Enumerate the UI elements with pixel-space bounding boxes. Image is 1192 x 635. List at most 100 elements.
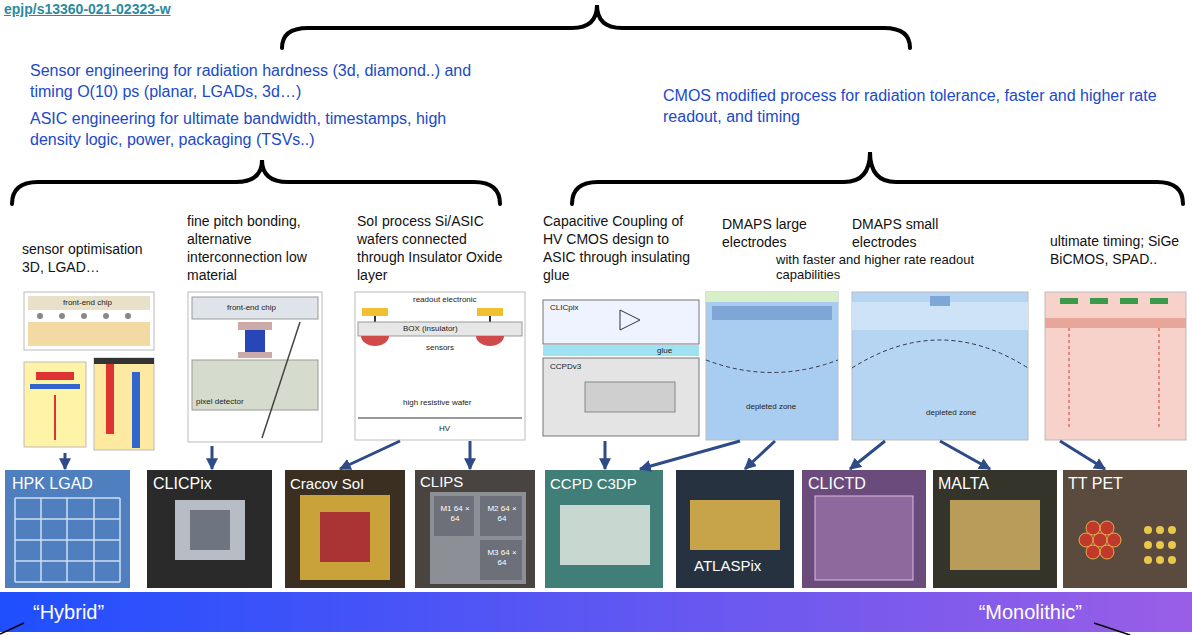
flow-arrow (940, 441, 990, 469)
category-note: with faster and higher rate readout capa… (776, 252, 1001, 282)
chip-photo: CCPD C3DP (545, 470, 663, 588)
soi-sketch (362, 308, 388, 316)
dmaps-small-sketch (852, 340, 1028, 368)
chip-name: MALTA (938, 474, 989, 493)
chip-photo-art (1100, 545, 1114, 559)
ccpd-sketch (543, 345, 699, 356)
sensor-sketch (36, 372, 74, 380)
flow-arrow (850, 441, 885, 469)
timing-sketch (1045, 318, 1186, 328)
timing-sketch (1150, 298, 1168, 304)
dmaps-large-sketch (706, 292, 838, 440)
chip-photo-art (676, 470, 794, 588)
flow-arrow (469, 441, 472, 469)
chip-photo-art (1144, 556, 1152, 564)
chip-photo-art (1168, 556, 1176, 564)
sensor-sketch (81, 313, 87, 319)
soi-sketch (358, 322, 522, 336)
chip-photo: CLICTD (802, 470, 926, 588)
sensor-sketch (54, 395, 56, 440)
chip-photo: ATLASPix (676, 470, 794, 588)
dmaps-small-sketch (852, 292, 1028, 440)
diagram-annotation: front-end chip (226, 303, 277, 313)
technique-heading: fine pitch bonding, alternative intercon… (187, 212, 327, 284)
timing-sketch (1090, 298, 1108, 304)
dmaps-large-sketch (706, 292, 838, 440)
chip-name: HPK LGAD (12, 474, 93, 493)
curly-brace (12, 5, 1183, 204)
timing-sketch (1060, 298, 1078, 304)
bump-bond-sketch (192, 360, 318, 410)
chip-name: CCPD C3DP (550, 474, 637, 493)
chip-photo-art (1144, 526, 1176, 564)
soi-sketch (477, 308, 503, 316)
chip-photo-art (1144, 541, 1152, 549)
band-end-label: “Hybrid” (33, 600, 104, 624)
sensor-sketch (24, 362, 86, 447)
chip-photo: CLICPix (147, 470, 272, 588)
sensor-sketch (28, 296, 150, 310)
flow-arrow (1060, 441, 1105, 469)
chip-photo-art (147, 470, 272, 588)
chip-photo-art (1144, 526, 1152, 534)
dmaps-large-sketch (706, 360, 838, 373)
research-area-text: ASIC engineering for ultimate bandwidth,… (30, 108, 480, 150)
chip-photo-art (434, 496, 474, 536)
chip-photo-art (190, 510, 230, 550)
research-area-text: Sensor engineering for radiation hardnes… (30, 60, 480, 102)
diagram-annotation: glue (656, 346, 673, 356)
chip-photo-art (1168, 526, 1176, 534)
chip-name: Cracov SoI (290, 474, 364, 493)
diagram-annotation: readout electronic (412, 295, 478, 305)
soi-sketch (355, 292, 525, 440)
diagram-annotation: pixel detector (195, 397, 245, 407)
curly-brace (572, 152, 1183, 204)
sensor-sketch (125, 313, 131, 319)
flow-arrow (64, 453, 67, 469)
dmaps-small-sketch (852, 292, 1028, 440)
chip-photo-art (933, 470, 1057, 588)
timing-sketch (1045, 292, 1186, 440)
chip-photo-art (480, 496, 522, 536)
dmaps-large-sketch (706, 292, 838, 302)
chip-photo: MALTA (933, 470, 1057, 588)
chip-photo-art (5, 470, 1187, 588)
diagram-annotation: BOX (insulator) (402, 324, 459, 334)
chip-photo: Cracov SoI (285, 470, 405, 588)
technique-heading: SoI process Si/ASIC wafers connected thr… (357, 212, 517, 284)
chip-photo-art (285, 470, 405, 588)
chip-photo-art (300, 495, 390, 580)
chip-photo-art (560, 505, 650, 565)
sensor-sketch (37, 313, 43, 319)
chip-photo-art (815, 496, 913, 580)
flow-arrow (340, 441, 400, 469)
ccpd-sketch (543, 358, 699, 436)
chip-photo: CLIPS (415, 470, 535, 588)
ccpd-sketch (585, 382, 675, 412)
flow-arrow (604, 441, 607, 469)
chip-photo-art (430, 492, 526, 584)
flow-arrow (745, 441, 775, 469)
chip-photo: HPK LGAD (5, 470, 130, 588)
chip-photo-art (1063, 470, 1187, 588)
matrix-label: M3 64 × 64 (482, 548, 522, 568)
bump-bond-sketch (192, 297, 318, 319)
sensor-sketch (103, 313, 109, 319)
technique-heading: DMAPS large electrodes (722, 215, 822, 251)
soi-sketch (358, 417, 522, 419)
bump-bond-sketch (188, 292, 322, 442)
sensor-sketch (59, 313, 65, 319)
timing-sketch (1045, 292, 1186, 440)
source-link: epjp/s13360-021-02323-w (4, 1, 171, 18)
chip-photo-art (1168, 541, 1176, 549)
dmaps-small-sketch (852, 302, 1028, 330)
chip-name: CLICPix (153, 474, 212, 493)
diagram-annotation: sensors (425, 343, 455, 353)
dmaps-small-sketch (930, 296, 950, 306)
chip-photo-art (1156, 541, 1164, 549)
diagram-annotation: front-end chip (62, 298, 113, 308)
chip-photo-art (1156, 556, 1164, 564)
technique-heading: ultimate timing; SiGe BiCMOS, SPAD.. (1050, 232, 1186, 268)
bump-bond-sketch (238, 352, 272, 358)
sensor-sketch (24, 292, 154, 450)
